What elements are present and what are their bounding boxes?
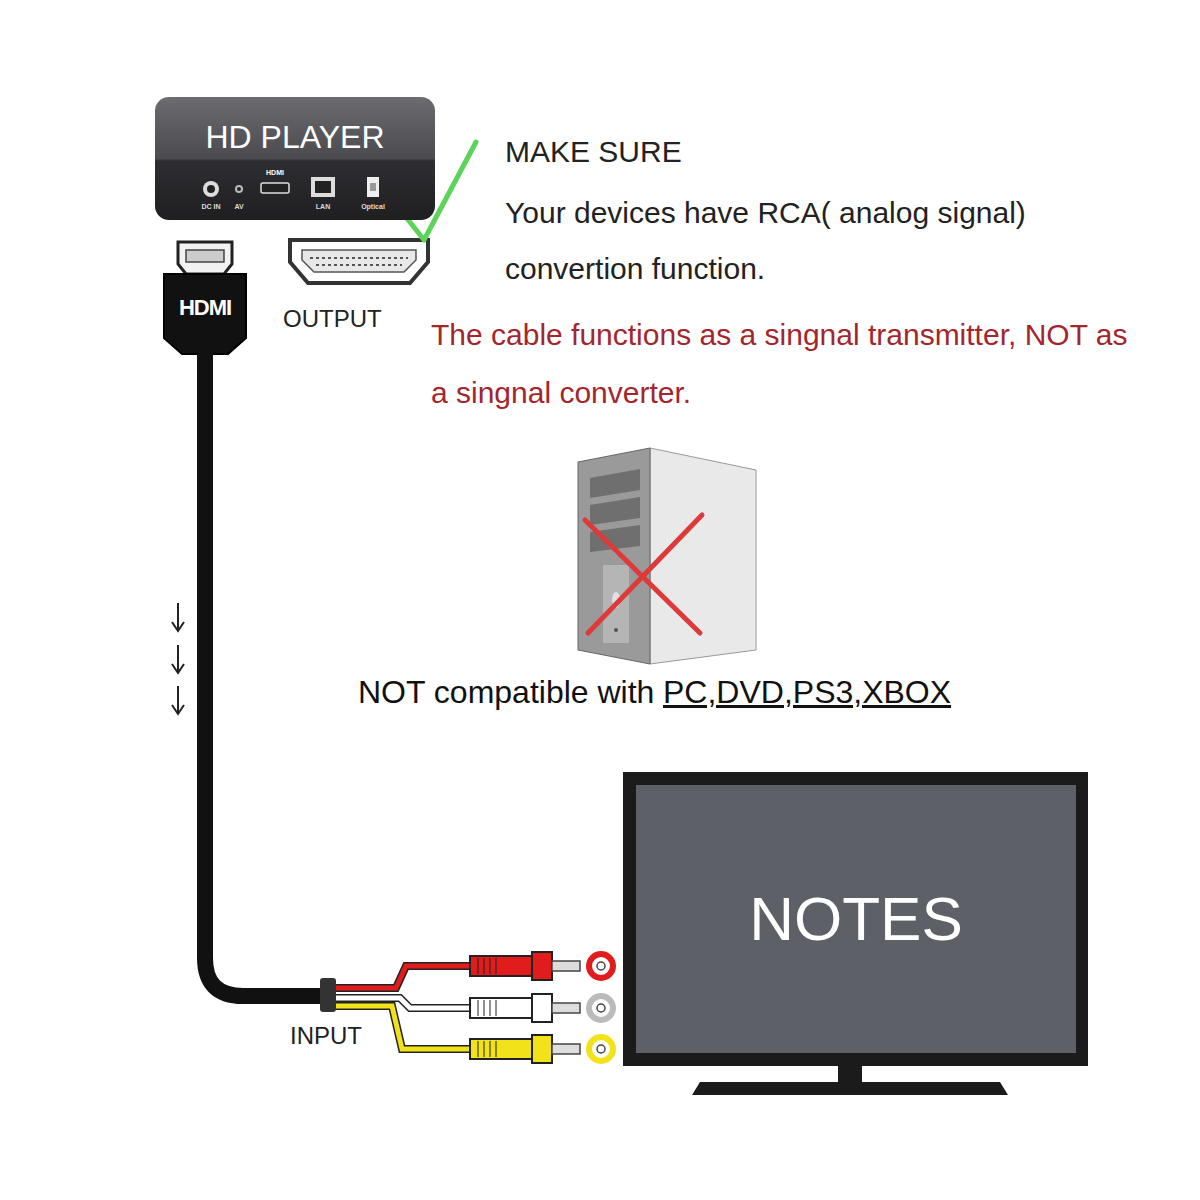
port-icons xyxy=(155,97,435,220)
port-caption: OUTPUT xyxy=(283,305,382,333)
hdmi-plug-body: HDMI xyxy=(164,280,246,336)
port-label: Optical xyxy=(351,203,395,210)
compat-list: PC,DVD,PS3,XBOX xyxy=(663,674,951,711)
pc-tower xyxy=(578,448,756,664)
down-arrows xyxy=(172,603,184,714)
port-label: LAN xyxy=(306,203,340,210)
hdmi-cable xyxy=(205,352,324,996)
note-heading: MAKE SURE xyxy=(505,135,682,169)
plug-label: HDMI xyxy=(164,280,246,336)
warning-text: The cable functions as a singnal transmi… xyxy=(431,306,1131,422)
port-caption: INPUT xyxy=(290,1022,362,1050)
note-text: Your devices have RCA( analog signal) co… xyxy=(505,185,1105,297)
cross-mark xyxy=(585,515,702,633)
port-label: AV xyxy=(227,203,251,210)
tv-frame xyxy=(623,772,1088,1095)
tv-screen: NOTES xyxy=(636,785,1076,1053)
screen-title: NOTES xyxy=(636,883,1076,954)
rca-plug-white xyxy=(470,994,613,1022)
hdmi-plug xyxy=(164,242,246,354)
hdmi-port xyxy=(290,240,428,283)
rca-plug-yellow xyxy=(470,1035,613,1063)
cable-splitter xyxy=(320,978,336,1012)
hd-player-box: HD PLAYER HDMI DC INAV LAN Optical xyxy=(155,97,435,220)
port-label: HDMI xyxy=(258,169,292,176)
device-title: HD PLAYER xyxy=(155,119,435,156)
compat-text: NOT compatible with xyxy=(358,674,654,711)
port-label: DC IN xyxy=(191,203,231,210)
rca-plug-red xyxy=(470,952,613,980)
